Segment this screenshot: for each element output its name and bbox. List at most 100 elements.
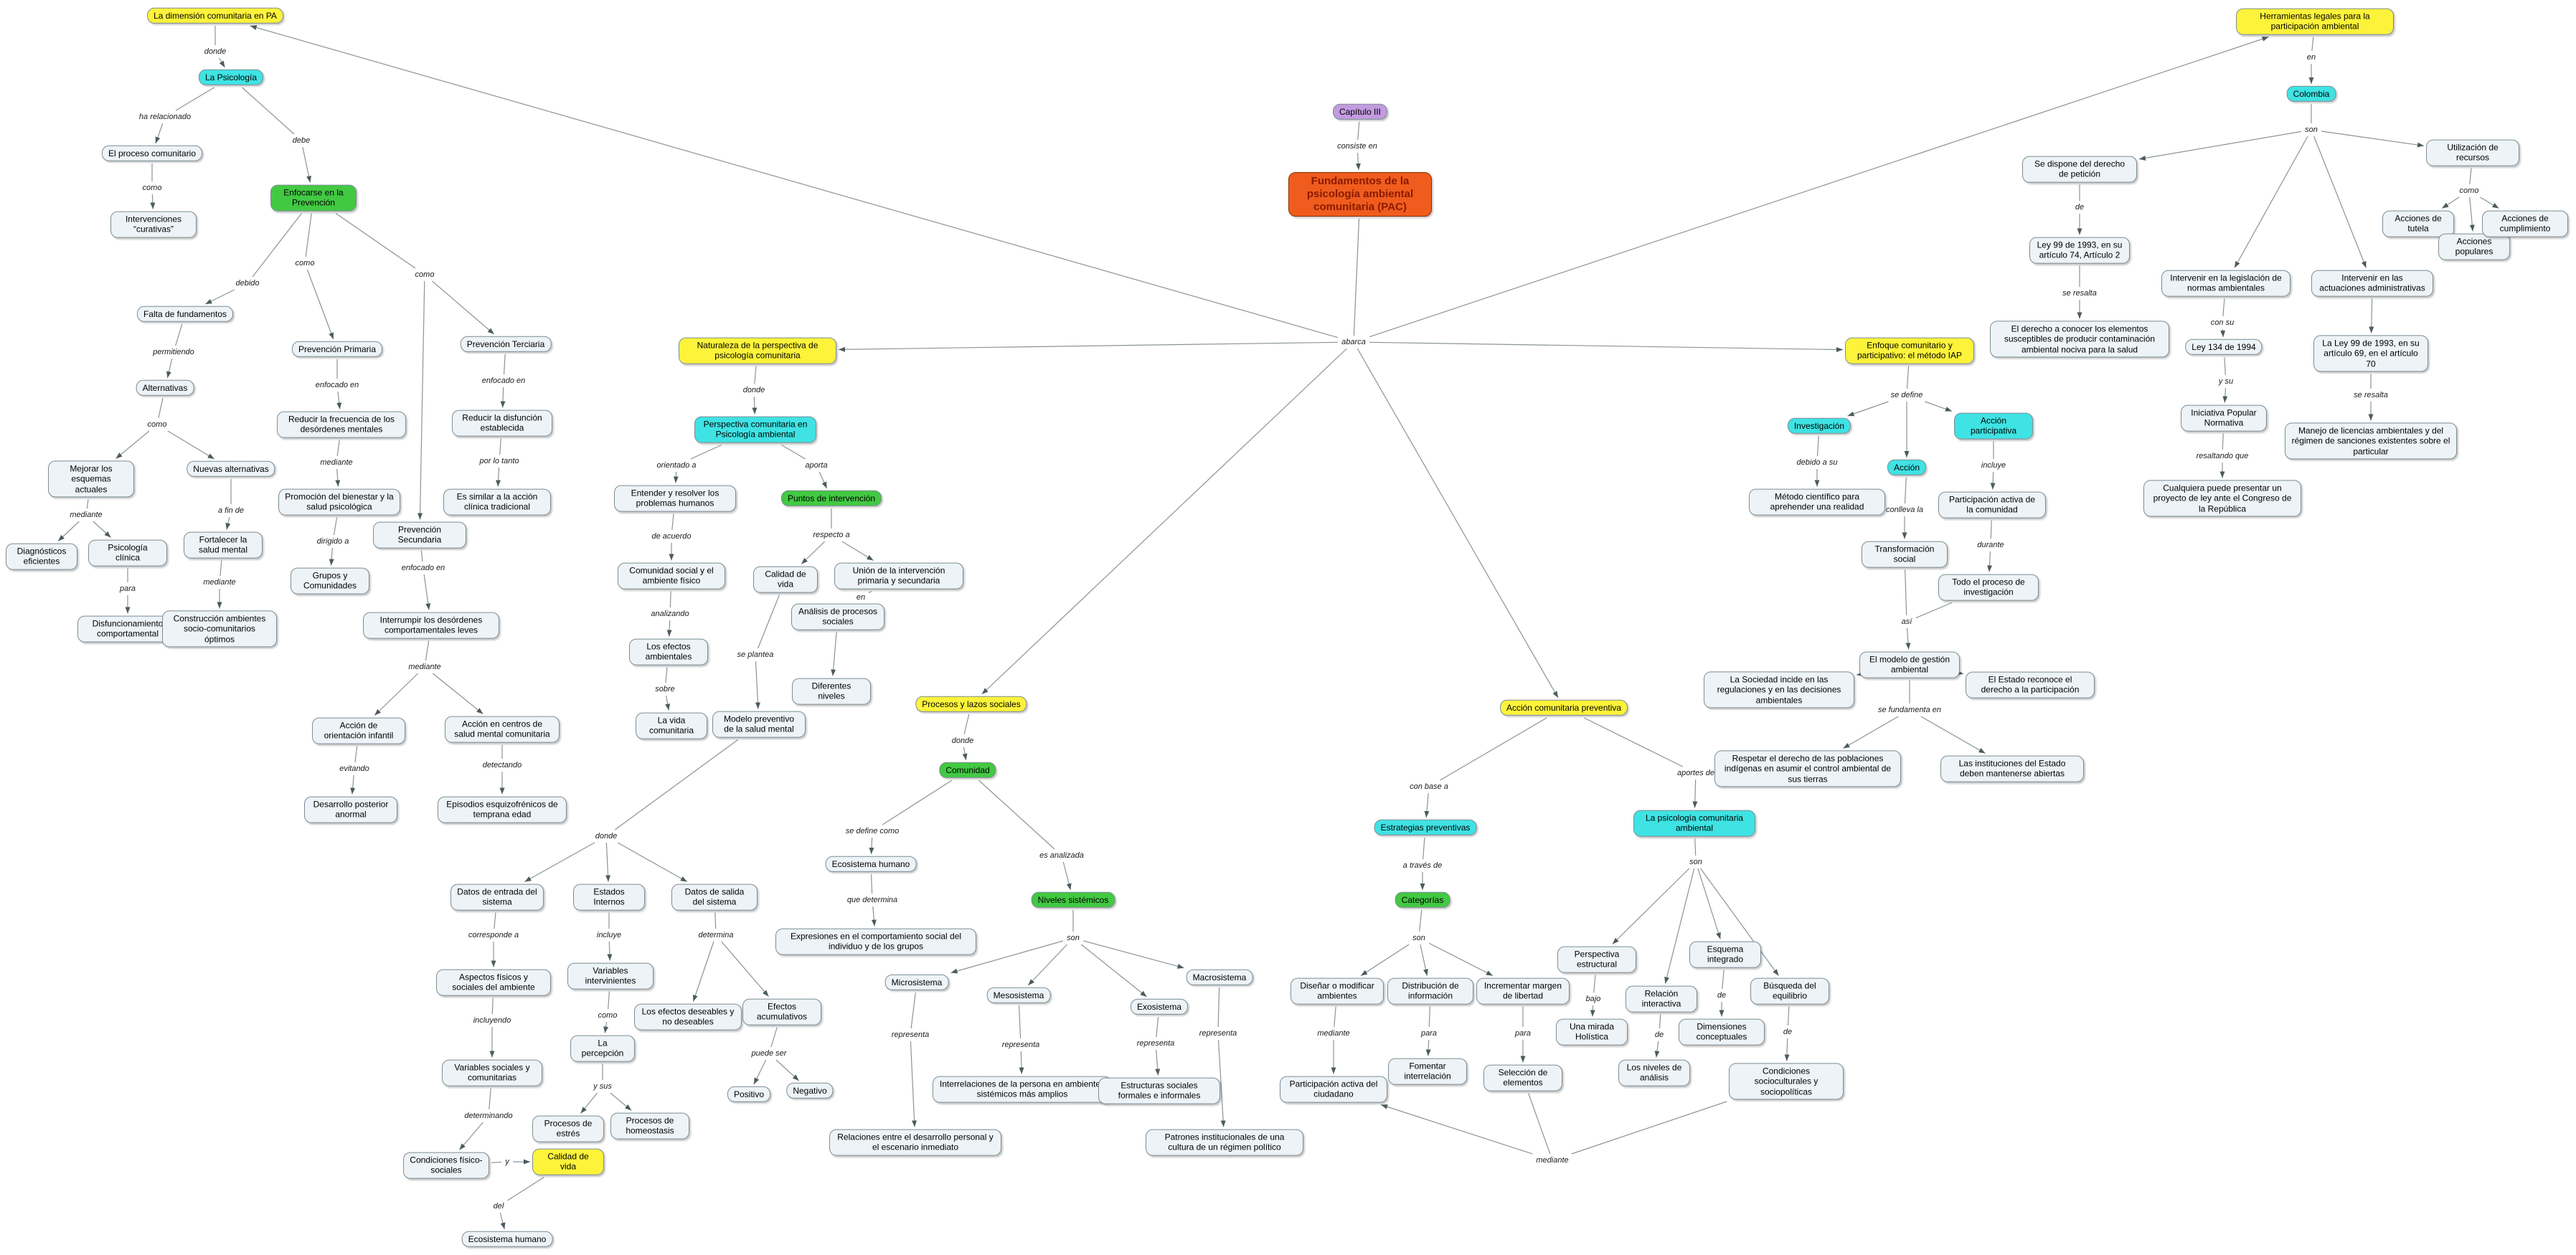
concept-entender[interactable]: Entender y resolver los problemas humano… [614,485,736,512]
concept-derecho_conocer[interactable]: El derecho a conocer los elementos susce… [1990,321,2169,358]
concept-dif_niveles[interactable]: Diferentes niveles [792,678,871,705]
concept-mejorar_esq[interactable]: Mejorar los esquemas actuales [48,460,134,498]
concept-enfoque_iap[interactable]: Enfoque comunitario y participativo: el … [1845,337,1974,364]
concept-efectos_acum[interactable]: Efectos acumulativos [742,998,821,1026]
concept-interv_actuaciones[interactable]: Intervenir en las actuaciones administra… [2311,270,2433,297]
concept-psicologia[interactable]: La Psicología [198,69,264,86]
concept-psic_com_amb[interactable]: La psicología comunitaria ambiental [1633,810,1755,837]
concept-prev_terciaria[interactable]: Prevención Terciaria [460,336,552,353]
concept-variables_interv[interactable]: Variables intervinientes [567,962,654,990]
concept-relacion_inter[interactable]: Relación interactiva [1626,985,1697,1013]
concept-transformacion[interactable]: Transformación social [1862,541,1948,568]
concept-meso[interactable]: Mesosistema [986,987,1051,1004]
concept-datos_salida[interactable]: Datos de salida del sistema [671,884,758,911]
concept-pac[interactable]: Fundamentos de la psicología ambiental c… [1288,172,1432,217]
concept-seleccion[interactable]: Selección de elementos [1483,1064,1562,1091]
concept-ecosistema1[interactable]: Ecosistema humano [825,856,917,873]
concept-utilizacion[interactable]: Utilización de recursos [2426,139,2519,166]
concept-puntos_interv[interactable]: Puntos de intervención [780,490,882,507]
concept-union_interv[interactable]: Unión de la intervención primaria y secu… [834,562,963,589]
concept-proceso_com[interactable]: El proceso comunitario [101,145,203,162]
concept-variables_soc[interactable]: Variables sociales y comunitarias [442,1059,542,1086]
concept-calidad_vida1[interactable]: Calidad de vida [753,566,818,593]
concept-fortalecer[interactable]: Fortalecer la salud mental [184,531,263,559]
concept-todo_proceso[interactable]: Todo el proceso de investigación [1938,574,2039,601]
concept-iniciativa_pop[interactable]: Iniciativa Popular Normativa [2181,404,2267,432]
concept-reducir_frec[interactable]: Reducir la frecuencia de los desórdenes … [277,411,406,438]
concept-aspectos_fis[interactable]: Aspectos físicos y sociales del ambiente [436,969,551,996]
concept-proc_homeostasis[interactable]: Procesos de homeostasis [610,1112,689,1140]
concept-acc_cumplimiento[interactable]: Acciones de cumplimiento [2482,210,2568,237]
concept-cond_sociocult[interactable]: Condiciones socioculturales y sociopolít… [1729,1063,1844,1100]
concept-colombia[interactable]: Colombia [2286,85,2336,103]
concept-accion_com_prev[interactable]: Acción comunitaria preventiva [1499,699,1628,716]
concept-micro[interactable]: Microsistema [884,974,949,991]
concept-distribucion[interactable]: Distribución de información [1387,977,1473,1005]
concept-vida_com[interactable]: La vida comunitaria [636,712,707,739]
concept-naturaleza[interactable]: Naturaleza de la perspectiva de psicolog… [679,337,836,364]
concept-ecosistema2[interactable]: Ecosistema humano [461,1231,553,1248]
concept-modelo_gestion[interactable]: El modelo de gestión ambiental [1859,651,1960,678]
concept-categorias[interactable]: Categorías [1395,891,1450,909]
concept-disenar[interactable]: Diseñar o modificar ambientes [1291,977,1384,1005]
concept-falta_fund[interactable]: Falta de fundamentos [136,306,234,323]
concept-ley99_74[interactable]: Ley 99 de 1993, en su artículo 74, Artíc… [2029,237,2130,264]
concept-disfuncionamiento[interactable]: Disfuncionamiento comportamental [77,615,178,643]
concept-percepcion[interactable]: La percepción [570,1035,635,1062]
concept-negativo[interactable]: Negativo [786,1082,834,1099]
concept-metodo_cient[interactable]: Método científico para aprehender una re… [1749,488,1885,516]
concept-accion_orient[interactable]: Acción de orientación infantil [312,717,405,744]
concept-datos_entrada[interactable]: Datos de entrada del sistema [450,884,544,911]
concept-similar_clinica[interactable]: Es similar a la acción clínica tradicion… [443,488,551,516]
concept-promocion[interactable]: Promoción del bienestar y la salud psico… [278,488,400,516]
concept-derecho_peticion[interactable]: Se dispone del derecho de petición [2022,156,2137,183]
concept-mirada_hol[interactable]: Una mirada Holística [1556,1018,1628,1046]
concept-estructuras_soc[interactable]: Estructuras sociales formales e informal… [1098,1077,1220,1104]
concept-sociedad_incide[interactable]: La Sociedad incide en las regulaciones y… [1704,671,1854,709]
concept-nuevas_alt[interactable]: Nuevas alternativas [187,460,275,478]
concept-estrategias_prev[interactable]: Estrategias preventivas [1374,819,1477,836]
concept-grupos_com[interactable]: Grupos y Comunidades [291,567,369,595]
concept-ley134[interactable]: Ley 134 de 1994 [2185,338,2263,356]
concept-niveles_sist[interactable]: Niveles sistémicos [1031,891,1115,909]
concept-comunidad_social[interactable]: Comunidad social y el ambiente físico [618,562,725,589]
concept-estado_reconoce[interactable]: El Estado reconoce el derecho a la parti… [1966,671,2095,698]
concept-enfocarse[interactable]: Enfocarse en la Prevención [270,184,357,212]
concept-alternativas[interactable]: Alternativas [136,379,194,397]
concept-instituciones_estado[interactable]: Las instituciones del Estado deben mante… [1940,755,2084,782]
concept-procesos_lazos[interactable]: Procesos y lazos sociales [915,696,1027,713]
concept-diagnosticos[interactable]: Diagnósticos eficientes [6,543,77,570]
concept-respetar_derecho[interactable]: Respetar el derecho de las poblaciones i… [1714,750,1901,787]
concept-prev_primaria[interactable]: Prevención Primaria [291,341,383,358]
concept-interrel_persona[interactable]: Interrelaciones de la persona en ambient… [933,1076,1112,1103]
concept-positivo[interactable]: Positivo [727,1086,771,1103]
concept-dimension[interactable]: La dimensión comunitaria en PA [147,7,283,24]
concept-esquema_int[interactable]: Esquema integrado [1689,941,1761,968]
concept-fomentar[interactable]: Fomentar interrelación [1388,1058,1467,1085]
concept-macro[interactable]: Macrosistema [1186,969,1253,986]
concept-comunidad[interactable]: Comunidad [939,762,996,779]
concept-modelo_prev[interactable]: Modelo preventivo de la salud mental [712,711,806,738]
concept-cualquiera[interactable]: Cualquiera puede presentar un proyecto d… [2143,480,2301,517]
concept-prev_secundaria[interactable]: Prevención Secundaria [373,521,466,549]
concept-accion_part[interactable]: Acción participativa [1954,412,2033,440]
concept-reducir_disf[interactable]: Reducir la disfunción establecida [452,409,552,437]
concept-episodios[interactable]: Episodios esquizofrénicos de temprana ed… [438,796,567,823]
concept-dim_conceptuales[interactable]: Dimensiones conceptuales [1679,1018,1765,1046]
concept-efectos_des[interactable]: Los efectos deseables y no deseables [634,1003,742,1031]
concept-calidad_vida2[interactable]: Calidad de vida [532,1148,604,1175]
concept-persp_estructural[interactable]: Perspectiva estructural [1557,946,1636,973]
concept-expresiones[interactable]: Expresiones en el comportamiento social … [775,928,976,955]
concept-manejo_licencias[interactable]: Manejo de licencias ambientales y del ré… [2285,422,2457,460]
concept-investigacion[interactable]: Investigación [1787,417,1851,435]
concept-desarrollo_post[interactable]: Desarrollo posterior anormal [304,796,397,823]
concept-condiciones_fs[interactable]: Condiciones físico-sociales [403,1152,489,1179]
concept-analisis_proc[interactable]: Análisis de procesos sociales [791,603,884,630]
concept-particip_comunidad[interactable]: Participación activa de la comunidad [1938,491,2046,518]
concept-intervenciones[interactable]: Intervenciones “curativas” [110,211,197,238]
concept-efectos_amb[interactable]: Los efectos ambientales [629,638,708,666]
concept-relaciones_des[interactable]: Relaciones entre el desarrollo personal … [829,1129,1001,1156]
concept-perspectiva[interactable]: Perspectiva comunitaria en Psicología am… [694,416,816,443]
concept-patrones_inst[interactable]: Patrones institucionales de una cultura … [1146,1129,1303,1156]
concept-construccion[interactable]: Construcción ambientes socio-comunitario… [162,610,277,648]
